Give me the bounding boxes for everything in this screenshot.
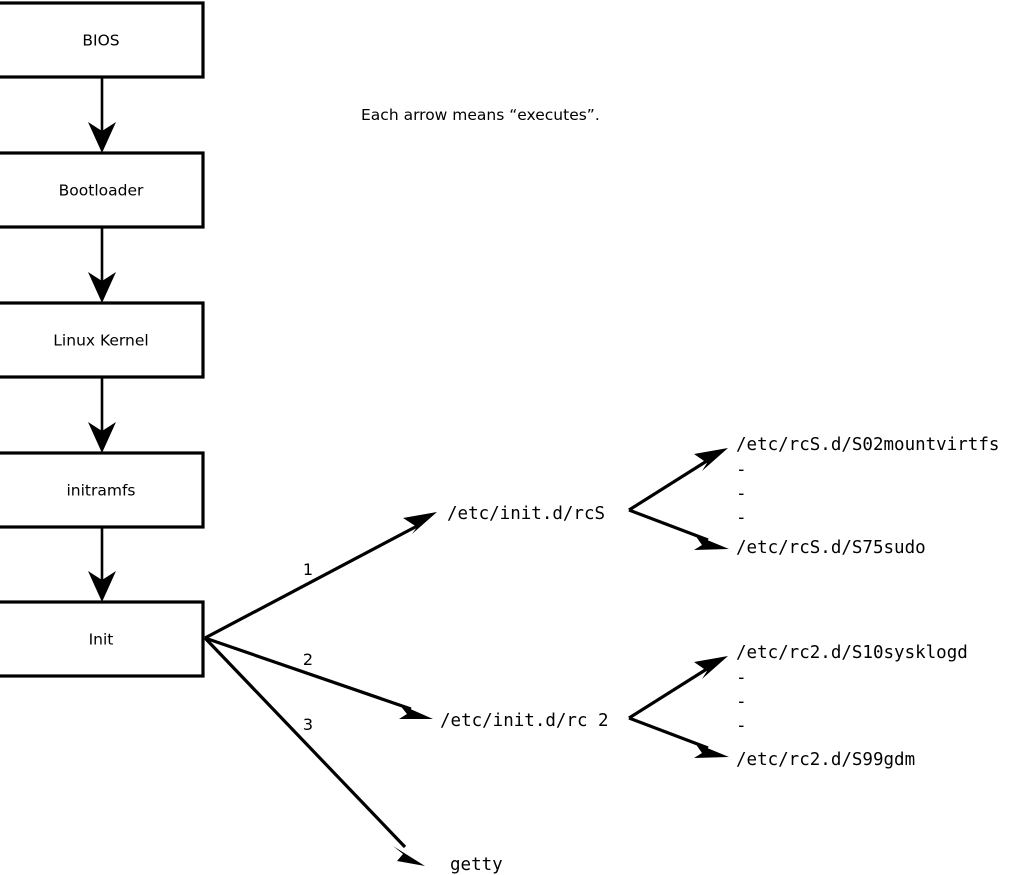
target-rcs-label[interactable]: /etc/init.d/rcS: [447, 504, 605, 524]
rcs-script-last: /etc/rcS.d/S75sudo: [736, 538, 926, 558]
rcs-arrow-last: [628, 508, 729, 550]
chain-connector-bios-bootloader: [88, 77, 116, 153]
rc2-arrow-last: [628, 716, 729, 758]
rc2-ellipsis-dash-3: -: [736, 716, 747, 736]
node-bios-label: BIOS: [82, 32, 119, 50]
branch-number-3: 3: [303, 715, 313, 734]
target-getty-label[interactable]: getty: [450, 855, 503, 875]
branch-arrow-3: [203, 636, 425, 866]
rcs-ellipsis-dash-1: -: [736, 460, 747, 480]
node-bootloader[interactable]: Bootloader: [0, 151, 205, 229]
rcs-script-first: /etc/rcS.d/S02mountvirtfs: [736, 435, 999, 455]
rcs-ellipsis-dash-2: -: [736, 484, 747, 504]
legend-note: Each arrow means “executes”.: [361, 106, 600, 124]
rc2-ellipsis-dash-1: -: [736, 668, 747, 688]
branch-arrow-1: [204, 512, 437, 640]
node-linux-kernel[interactable]: Linux Kernel: [0, 301, 205, 379]
node-initramfs-label: initramfs: [66, 482, 135, 500]
node-init[interactable]: Init: [0, 600, 205, 678]
node-bootloader-label: Bootloader: [59, 182, 144, 200]
node-bios[interactable]: BIOS: [0, 1, 205, 79]
rc2-ellipsis-dash-2: -: [736, 692, 747, 712]
chain-connector-kernel-initramfs: [88, 377, 116, 453]
branch-number-1: 1: [303, 560, 313, 579]
rc2-script-first: /etc/rc2.d/S10sysklogd: [736, 643, 968, 663]
branch-arrow-2: [204, 636, 433, 719]
target-rc2-label[interactable]: /etc/init.d/rc 2: [440, 711, 609, 731]
rc2-script-last: /etc/rc2.d/S99gdm: [736, 750, 915, 770]
node-linux-kernel-label: Linux Kernel: [53, 332, 148, 350]
branch-number-2: 2: [303, 650, 313, 669]
node-initramfs[interactable]: initramfs: [0, 451, 205, 529]
rcs-arrow-first: [628, 448, 728, 512]
rcs-ellipsis-dash-3: -: [736, 508, 747, 528]
rc2-arrow-first: [628, 656, 728, 720]
node-init-label: Init: [89, 631, 114, 649]
chain-connector-initramfs-init: [88, 527, 116, 602]
chain-connector-bootloader-kernel: [88, 227, 116, 303]
